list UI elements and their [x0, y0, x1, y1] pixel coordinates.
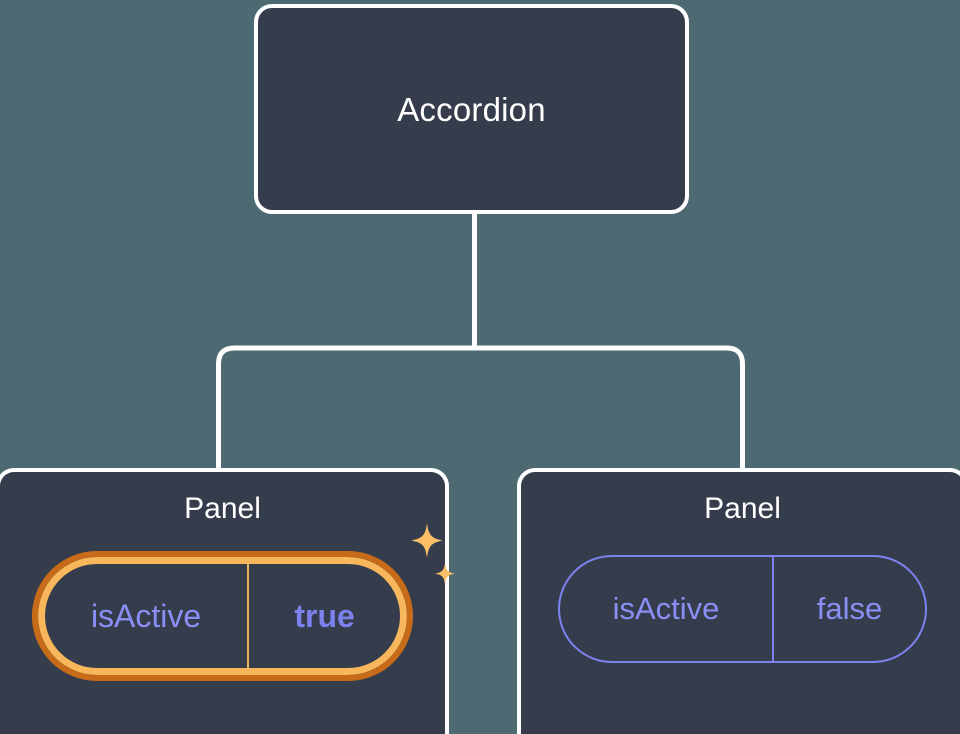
node-title-panel-inactive: Panel: [704, 492, 781, 525]
sparkle-group: [411, 523, 455, 585]
prop-pill-isactive-true[interactable]: isActive true: [32, 551, 413, 681]
node-title-accordion: Accordion: [397, 90, 546, 128]
prop-value-label: true: [247, 564, 400, 668]
sparkle-large-icon: [411, 523, 443, 558]
sparkle-small-icon: [435, 563, 455, 585]
node-title-panel-active: Panel: [184, 492, 261, 525]
prop-key-label: isActive: [612, 591, 720, 626]
prop-pill-isactive-false[interactable]: isActive false: [558, 555, 927, 663]
prop-pill-wrapper-active: isActive true: [32, 523, 455, 681]
tree-node-panel-active[interactable]: Panel isActive true: [0, 468, 455, 734]
prop-pill-wrapper-inactive: isActive false: [558, 555, 927, 663]
prop-key-label: isActive: [90, 597, 202, 634]
connector-branch-bus: [216, 345, 745, 470]
prop-pill-inner-ring: isActive true: [38, 557, 407, 675]
prop-value-label: false: [772, 557, 925, 661]
tree-node-accordion[interactable]: Accordion: [254, 4, 689, 214]
tree-node-panel-inactive[interactable]: Panel isActive false: [517, 468, 960, 734]
